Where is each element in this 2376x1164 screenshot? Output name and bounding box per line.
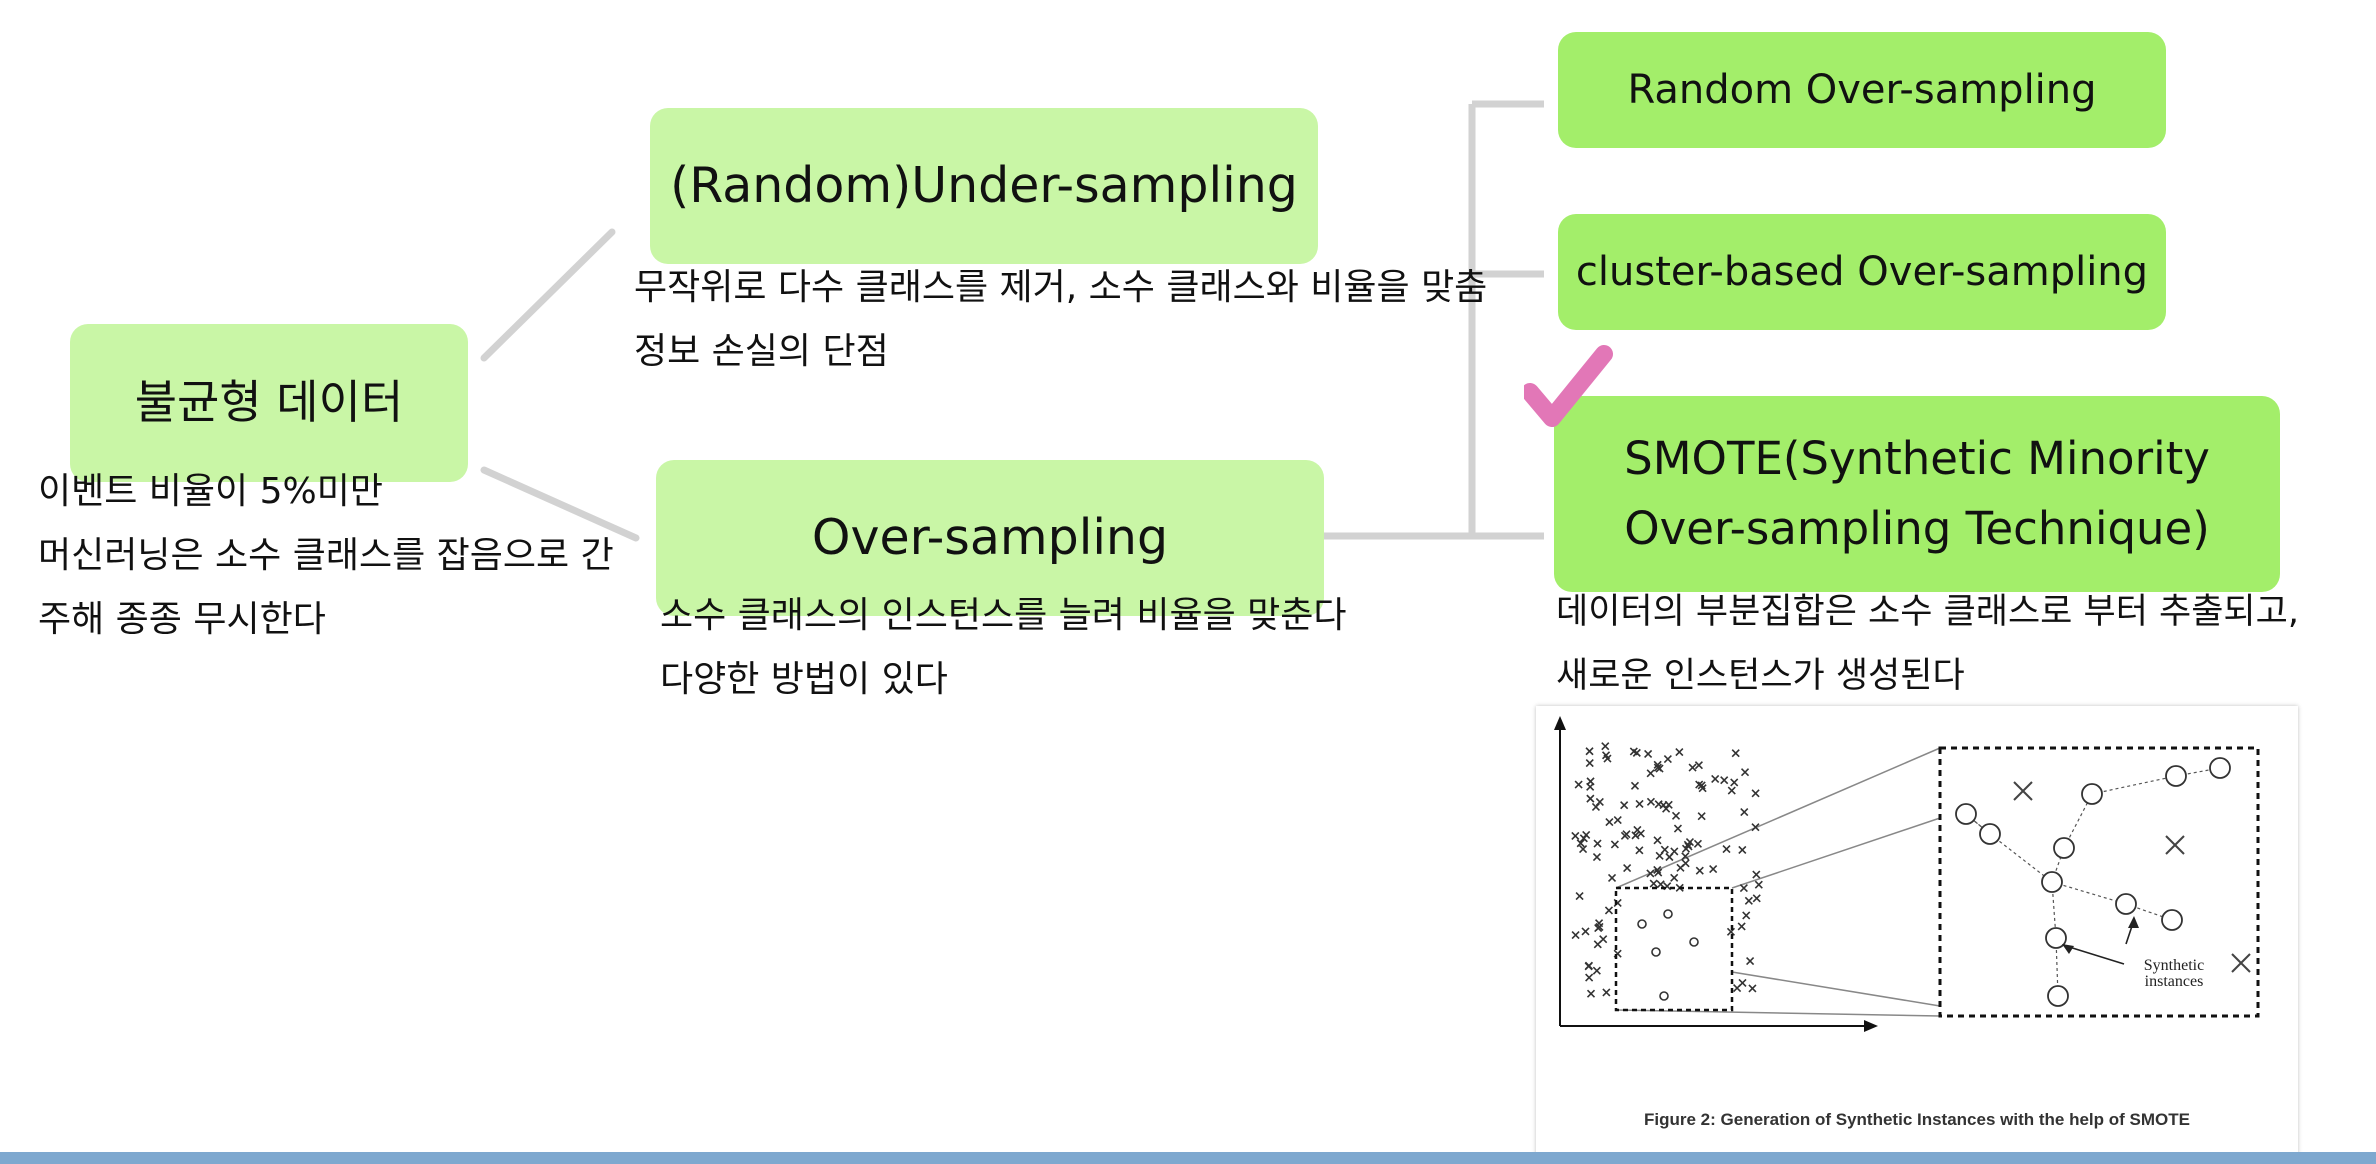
root-note-2: 머신러닝은 소수 클래스를 잡음으로 간 (38, 535, 614, 576)
smote-figure: Synthetic instances Figure 2: Generation… (1536, 706, 2298, 1164)
root-node[interactable]: 불균형 데이터 (70, 324, 468, 482)
root-notes: 이벤트 비율이 5%미만 머신러닝은 소수 클래스를 잡음으로 간 주해 종종 … (38, 460, 614, 652)
majority-class-points (1571, 742, 1763, 998)
bottom-bar (0, 1152, 2376, 1164)
root-note-3: 주해 종종 무시한다 (38, 599, 326, 640)
smote-note-2: 새로운 인스턴스가 생성된다 (1556, 656, 1965, 696)
smote-node[interactable]: SMOTE(Synthetic Minority Over-sampling T… (1554, 396, 2280, 592)
cluster-over-sampling-title: cluster-based Over-sampling (1575, 249, 2149, 295)
root-note-1: 이벤트 비율이 5%미만 (38, 471, 383, 512)
smote-notes: 데이터의 부분집합은 소수 클래스로 부터 추출되고, 새로운 인스턴스가 생성… (1556, 580, 2299, 708)
smote-figure-illustration: Synthetic instances (1554, 716, 2260, 1032)
under-note-1: 무작위로 다수 클래스를 제거, 소수 클래스와 비율을 맞춤 (634, 267, 1488, 308)
under-sampling-title: (Random)Under-sampling (670, 157, 1298, 215)
under-sampling-notes: 무작위로 다수 클래스를 제거, 소수 클래스와 비율을 맞춤 정보 손실의 단… (634, 256, 1487, 384)
over-sampling-node[interactable]: Over-sampling (656, 460, 1324, 616)
smote-title-line2: Over-sampling Technique) (1624, 502, 2210, 555)
random-over-sampling-title: Random Over-sampling (1627, 67, 2097, 113)
smote-title-line1: SMOTE(Synthetic Minority (1624, 432, 2210, 486)
smote-note-1: 데이터의 부분집합은 소수 클래스로 부터 추출되고, (1556, 592, 2299, 632)
root-title: 불균형 데이터 (134, 375, 404, 430)
cluster-over-sampling-node[interactable]: cluster-based Over-sampling (1558, 214, 2166, 330)
under-note-2: 정보 손실의 단점 (634, 331, 889, 372)
under-sampling-node[interactable]: (Random)Under-sampling (650, 108, 1318, 264)
figure-caption: Figure 2: Generation of Synthetic Instan… (1644, 1110, 2190, 1129)
over-sampling-title: Over-sampling (811, 509, 1169, 567)
over-note-1: 소수 클래스의 인스턴스를 늘려 비율을 맞춘다 (660, 595, 1347, 636)
random-over-sampling-node[interactable]: Random Over-sampling (1558, 32, 2166, 148)
over-sampling-notes: 소수 클래스의 인스턴스를 늘려 비율을 맞춘다 다양한 방법이 있다 (660, 584, 1347, 712)
synthetic-label-line1: Synthetic (2144, 957, 2204, 974)
over-note-2: 다양한 방법이 있다 (660, 659, 948, 700)
synthetic-label-line2: instances (2145, 973, 2204, 990)
check-icon (1524, 345, 1613, 427)
